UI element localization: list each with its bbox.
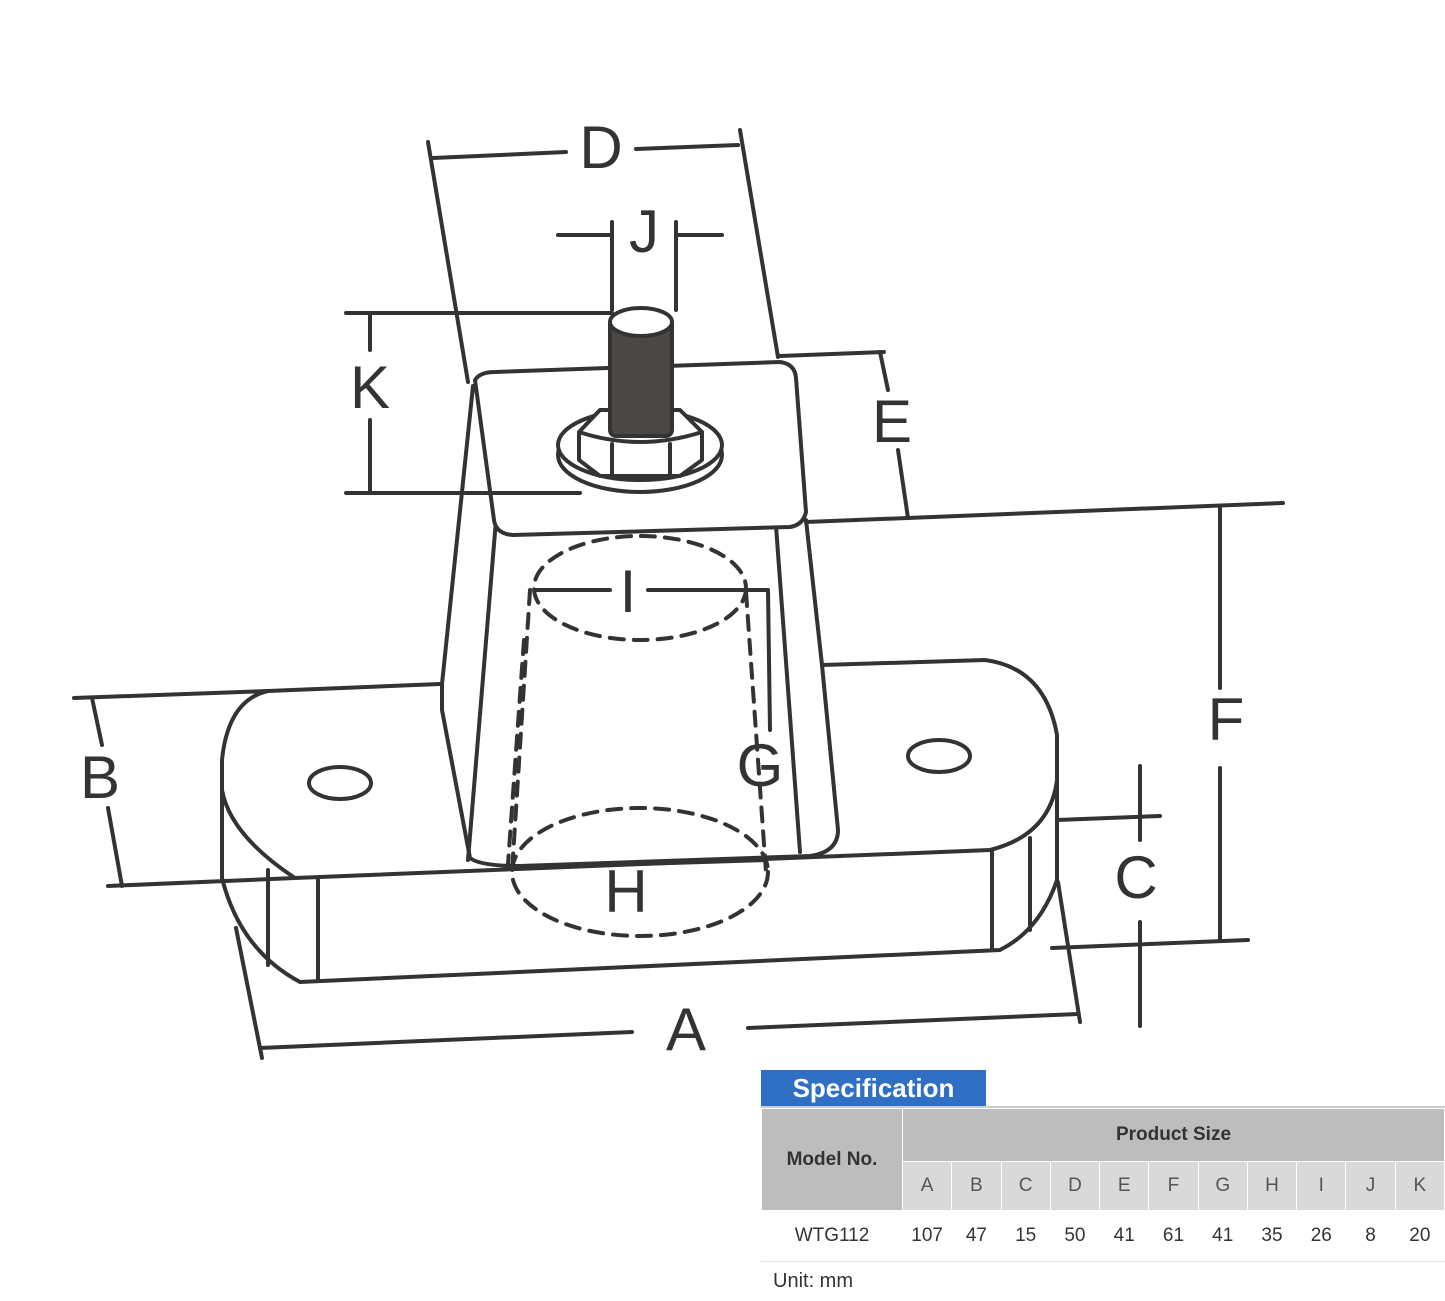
value-cell-j: 8 xyxy=(1345,1210,1396,1262)
model-header: Model No. xyxy=(761,1108,903,1211)
value-cell-f: 61 xyxy=(1148,1210,1199,1262)
label-g: G xyxy=(737,732,784,799)
value-cell-i: 26 xyxy=(1296,1210,1347,1262)
base-plate-front xyxy=(220,778,1059,984)
value-cell-g: 41 xyxy=(1197,1210,1248,1262)
mount-hole-left xyxy=(307,765,373,801)
label-f: F xyxy=(1208,686,1245,753)
column-header-k: K xyxy=(1394,1161,1445,1211)
label-b: B xyxy=(80,744,120,811)
label-c: C xyxy=(1114,844,1157,911)
column-header-c: C xyxy=(1000,1161,1051,1211)
unit-note: Unit: mm xyxy=(773,1270,853,1292)
column-header-a: A xyxy=(901,1161,953,1211)
value-cell-e: 41 xyxy=(1099,1210,1150,1262)
column-header-d: D xyxy=(1049,1161,1101,1211)
mount-hole-right xyxy=(906,738,972,774)
column-header-g: G xyxy=(1197,1161,1248,1211)
label-j: J xyxy=(629,198,659,265)
base-plate-top xyxy=(220,658,1059,880)
column-header-j: J xyxy=(1345,1161,1396,1211)
label-k: K xyxy=(350,354,390,421)
column-header-h: H xyxy=(1246,1161,1298,1211)
value-cell-a: 107 xyxy=(901,1210,953,1262)
label-h: H xyxy=(604,858,647,925)
label-i: I xyxy=(620,558,637,625)
size-header: Product Size xyxy=(902,1108,1445,1162)
spec-title: Specification xyxy=(761,1070,986,1107)
value-cell-c: 15 xyxy=(1000,1210,1051,1262)
column-header-i: I xyxy=(1296,1161,1347,1211)
column-header-e: E xyxy=(1099,1161,1150,1211)
inner-cone-bottom xyxy=(510,806,770,938)
label-e: E xyxy=(872,388,912,455)
model-cell: WTG112 xyxy=(761,1210,903,1262)
mount-dimension-drawing: D J K E I F G B C H A xyxy=(72,114,1285,1063)
value-cell-k: 20 xyxy=(1394,1210,1445,1262)
label-d: D xyxy=(579,114,622,181)
value-cell-b: 47 xyxy=(951,1210,1002,1262)
value-cell-d: 50 xyxy=(1049,1210,1101,1262)
column-header-b: B xyxy=(951,1161,1002,1211)
label-a: A xyxy=(666,996,706,1063)
value-cell-h: 35 xyxy=(1246,1210,1298,1262)
column-header-f: F xyxy=(1148,1161,1199,1211)
spec-divider xyxy=(761,1106,1445,1108)
